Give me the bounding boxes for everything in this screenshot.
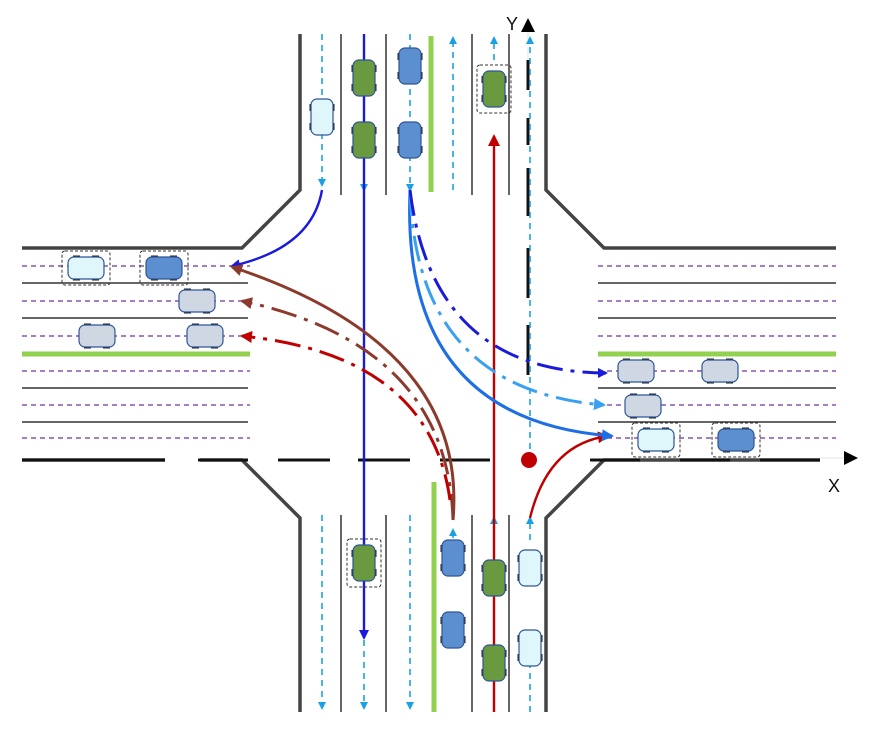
vehicle-body — [352, 544, 376, 582]
north-lane-lines — [340, 34, 510, 195]
vehicle-icon — [397, 47, 423, 85]
vehicle-icon — [517, 629, 543, 667]
vehicle-body — [717, 428, 755, 452]
vehicle-icon — [61, 250, 111, 286]
vehicle-body — [145, 256, 183, 280]
selection-box — [61, 250, 111, 286]
vehicle-body — [352, 59, 376, 97]
origin-dot-icon — [521, 452, 537, 468]
path-northarm-right-turn — [230, 189, 324, 270]
vehicle-icon — [517, 549, 543, 587]
vehicle-icon — [476, 64, 512, 114]
vehicle-body — [67, 256, 105, 280]
vehicle-icon — [309, 98, 335, 136]
vehicle-body — [398, 47, 422, 85]
vehicle-icon — [440, 611, 466, 649]
path-southarm-left-turn-3 — [240, 331, 452, 501]
vehicle-body — [482, 70, 506, 108]
vehicle-body — [441, 611, 465, 649]
vehicle-icon — [711, 422, 761, 458]
vehicle-icon — [351, 59, 377, 97]
path-northarm-left-turn-2 — [408, 189, 606, 411]
vehicle-icon — [617, 358, 655, 384]
vehicle-body — [78, 324, 116, 348]
vehicle-icon — [397, 121, 423, 159]
x-axis-label: X — [828, 476, 840, 496]
west-lane-lines — [22, 282, 248, 423]
path-southarm-left-turn-2 — [240, 297, 455, 521]
vehicle-icon — [481, 559, 507, 597]
vehicle-body — [624, 394, 662, 418]
vehicle-icon — [351, 121, 377, 159]
vehicle-icon — [346, 538, 382, 588]
vehicle-body — [617, 359, 655, 383]
vehicle-body — [352, 121, 376, 159]
vehicle-icon — [701, 358, 739, 384]
path-northarm-left-turn-1 — [408, 189, 614, 442]
vehicle-icon — [624, 393, 662, 419]
vehicle-body — [518, 549, 542, 587]
vehicle-icon — [481, 644, 507, 682]
selection-box — [476, 64, 512, 114]
vehicle-icon — [631, 422, 681, 458]
path-southarm-right-turn — [528, 431, 610, 519]
east-lane-lines — [598, 282, 836, 423]
vehicle-icon — [178, 288, 216, 314]
path-southarm-left-turn-1 — [230, 264, 456, 521]
selection-box — [139, 250, 189, 286]
vehicle-icon — [78, 323, 116, 349]
vehicle-icon — [186, 323, 224, 349]
vehicle-body — [398, 121, 422, 159]
vehicle-body — [441, 539, 465, 577]
vehicle-body — [701, 359, 739, 383]
vehicle-body — [518, 629, 542, 667]
vehicle-body — [482, 559, 506, 597]
selection-box — [711, 422, 761, 458]
y-axis-label: Y — [506, 14, 518, 34]
path-northarm-left-turn-3 — [408, 189, 608, 378]
vehicle-body — [637, 428, 675, 452]
vehicles-layer — [61, 47, 761, 682]
vehicle-body — [186, 324, 224, 348]
vehicle-icon — [440, 539, 466, 577]
selection-box — [346, 538, 382, 588]
vehicle-icon — [139, 250, 189, 286]
south-lane-lines — [340, 515, 510, 712]
vehicle-body — [178, 289, 216, 313]
vehicle-body — [310, 98, 334, 136]
vehicle-body — [482, 644, 506, 682]
selection-box — [631, 422, 681, 458]
